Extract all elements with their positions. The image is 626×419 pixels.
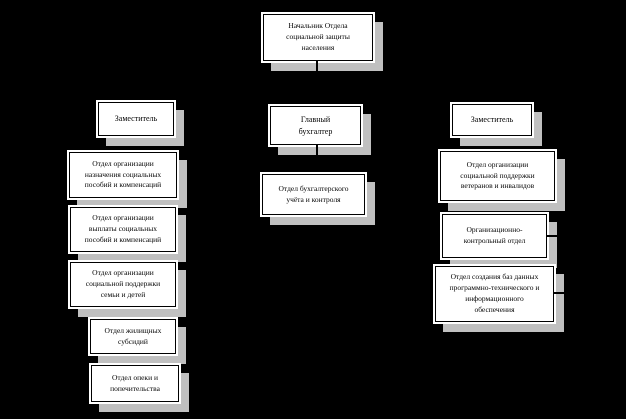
node-accounting-dept: Отдел бухгалтерского учёта и контроля: [262, 174, 365, 215]
node-org-control-dept: Организационно- контрольный отдел: [442, 214, 547, 258]
node-family-support-dept: Отдел организации социальной поддержки с…: [70, 262, 176, 307]
node-chief-accountant: Главный бухгалтер: [270, 106, 361, 145]
node-benefits-payment-dept: Отдел организации выплаты социальных пос…: [70, 207, 176, 252]
node-guardianship-dept: Отдел опеки и попечительства: [91, 365, 179, 402]
node-housing-subsidies-dept: Отдел жилищных субсидий: [90, 319, 176, 354]
connector-accountant-down: [316, 145, 318, 156]
node-databases-dept: Отдел создания баз данных программно-тех…: [435, 266, 554, 322]
connector-head-down: [316, 61, 318, 72]
connector-org-control-right: [547, 235, 558, 237]
node-deputy-left: Заместитель: [98, 102, 174, 136]
node-benefits-assignment-dept: Отдел организации назначения социальных …: [69, 152, 177, 198]
node-head-of-department: Начальник Отдела социальной защиты насел…: [263, 14, 373, 61]
node-veterans-support-dept: Отдел организации социальной поддержки в…: [440, 151, 555, 201]
connector-databases-right: [554, 292, 564, 294]
node-deputy-right: Заместитель: [452, 104, 532, 136]
